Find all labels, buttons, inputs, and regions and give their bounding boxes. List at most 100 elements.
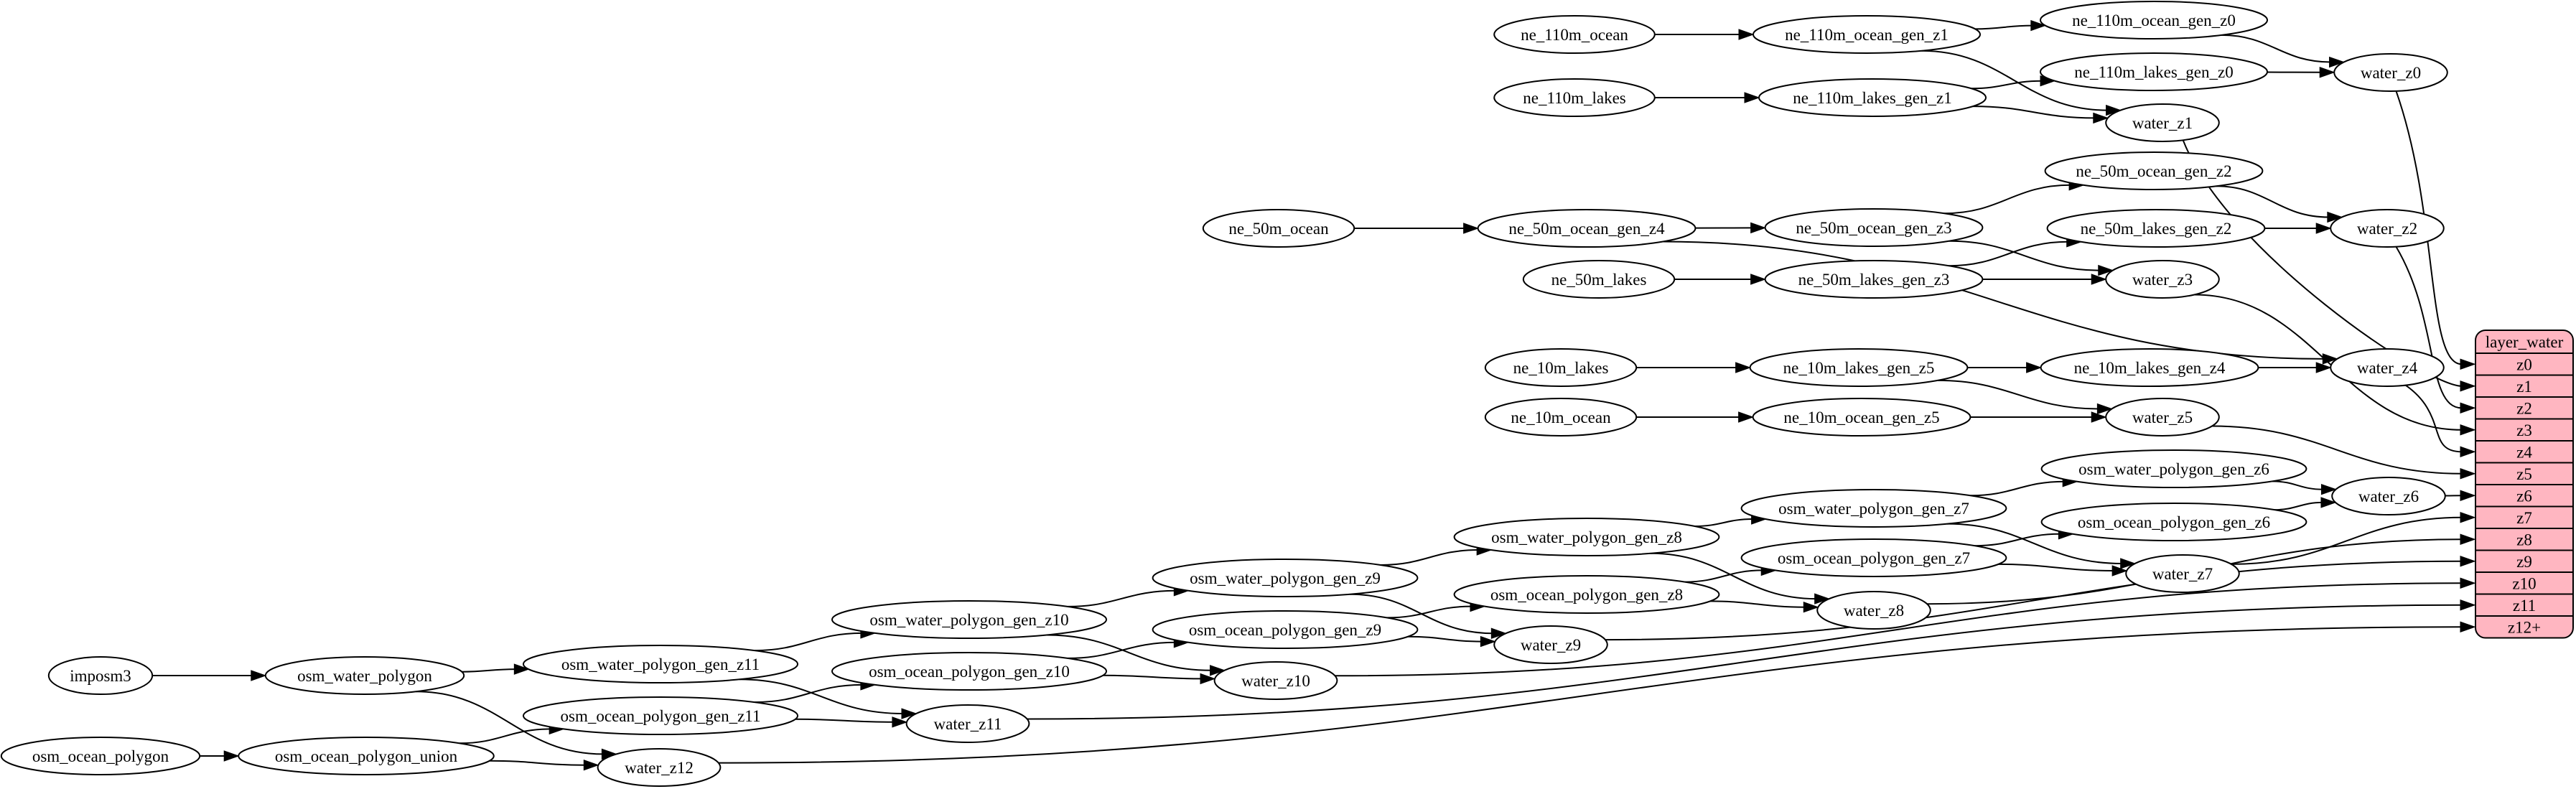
node-label-ne_50m_ocean_gen_z4: ne_50m_ocean_gen_z4	[1508, 220, 1665, 238]
node-ne_110m_ocean	[1493, 15, 1656, 54]
edge-ne_50m_ocean_gen_z3-to-ne_50m_ocean_gen_z2	[1943, 184, 2071, 215]
arrowhead-ne_10m_ocean-to-ne_10m_ocean_gen_z5	[1738, 411, 1755, 423]
table-row-z6: z6	[2516, 487, 2532, 505]
node-osm_ocean_polygon_gen_z9	[1152, 610, 1419, 649]
node-label-water_z2: water_z2	[2357, 220, 2417, 238]
node-label-ne_50m_ocean_gen_z3: ne_50m_ocean_gen_z3	[1796, 219, 1951, 237]
table-row-z0: z0	[2516, 355, 2532, 373]
edge-water_z12-to-layer_water:z12+	[718, 626, 2463, 764]
arrowhead-ne_50m_ocean_gen_z4-to-ne_50m_ocean_gen_z3	[1750, 222, 1767, 234]
node-label-osm_ocean_polygon: osm_ocean_polygon	[32, 747, 169, 765]
edge-water_z9-to-layer_water:z9	[1605, 560, 2463, 641]
edge-water_z0-to-layer_water:z0	[2395, 90, 2463, 365]
node-label-water_z1: water_z1	[2132, 114, 2193, 132]
edge-water_z4-to-layer_water:z4	[2405, 384, 2463, 453]
node-label-water_z10: water_z10	[1241, 672, 1310, 690]
node-label-osm_ocean_polygon_gen_z6: osm_ocean_polygon_gen_z6	[2078, 513, 2270, 531]
node-water_z7	[2125, 554, 2240, 593]
arrowhead-ne_50m_ocean-to-ne_50m_ocean_gen_z4	[1463, 223, 1480, 234]
table-row-z4: z4	[2516, 443, 2532, 461]
node-osm_water_polygon_gen_z11	[523, 645, 798, 683]
node-label-osm_water_polygon_gen_z8: osm_water_polygon_gen_z8	[1491, 528, 1682, 546]
arrowhead-osm_ocean_polygon_gen_z11-to-water_z11	[892, 716, 908, 728]
arrowhead-imposm3-to-osm_water_polygon	[251, 670, 267, 681]
table-row-z2: z2	[2516, 399, 2532, 417]
node-ne_10m_ocean	[1484, 398, 1638, 436]
node-ne_10m_lakes_gen_z4	[2040, 348, 2259, 387]
node-water_z4	[2330, 348, 2445, 387]
node-water_z2	[2330, 209, 2445, 248]
arrowhead-osm_ocean_polygon_gen_z7-to-water_z7	[2111, 565, 2128, 576]
table-row-z11: z11	[2513, 597, 2536, 615]
node-osm_ocean_polygon_gen_z10	[831, 652, 1107, 691]
arrowhead-ne_50m_ocean_gen_z2-to-water_z2	[2327, 211, 2343, 223]
edge-ne_50m_lakes_gen_z3-to-ne_50m_lakes_gen_z2	[1949, 241, 2068, 267]
node-osm_ocean_polygon_gen_z11	[523, 696, 798, 735]
edge-ne_50m_ocean_gen_z3-to-water_z3	[1949, 240, 2100, 271]
edge-osm_water_polygon_gen_z7-to-osm_water_polygon_gen_z6	[1970, 480, 2065, 497]
node-label-osm_ocean_polygon_gen_z7: osm_ocean_polygon_gen_z7	[1778, 549, 1970, 567]
edge-ne_50m_ocean_gen_z2-to-water_z2	[2216, 185, 2329, 218]
edge-water_z5-to-layer_water:z5	[2212, 425, 2463, 475]
table-row-z7: z7	[2516, 509, 2532, 527]
table-row-z3: z3	[2516, 421, 2532, 439]
edge-water_z3-to-layer_water:z3	[2194, 294, 2463, 431]
edge-osm_water_polygon_gen_z11-to-water_z11	[739, 678, 904, 714]
arrowhead-osm_water_polygon_gen_z8-to-water_z8	[1814, 593, 1831, 604]
arrowhead-ne_110m_ocean-to-ne_110m_ocean_gen_z1	[1738, 29, 1755, 40]
node-label-osm_ocean_polygon_union: osm_ocean_polygon_union	[275, 747, 458, 765]
arrowhead-osm_water_polygon_gen_z6-to-water_z6	[2320, 483, 2337, 495]
node-label-water_z5: water_z5	[2132, 408, 2193, 426]
node-water_z5	[2105, 398, 2220, 436]
arrowhead-osm_ocean_polygon_gen_z8-to-water_z8	[1803, 602, 1819, 613]
edge-osm_water_polygon_gen_z7-to-water_z7	[1947, 523, 2122, 564]
node-water_z9	[1493, 625, 1608, 664]
node-label-ne_110m_lakes: ne_110m_lakes	[1523, 89, 1626, 107]
arrowhead-osm_water_polygon_gen_z11-to-water_z11	[901, 708, 918, 719]
edge-osm_water_polygon_gen_z6-to-water_z6	[2272, 480, 2323, 490]
edge-osm_ocean_polygon_gen_z10-to-osm_ocean_polygon_gen_z9	[1068, 641, 1176, 659]
table-row-z10: z10	[2512, 574, 2536, 592]
arrowhead-water_z6-to-layer_water:z6	[2460, 490, 2476, 501]
arrowhead-ne_10m_lakes-to-ne_10m_lakes_gen_z5	[1735, 362, 1752, 373]
edge-ne_110m_ocean_gen_z1-to-water_z1	[1921, 50, 2108, 111]
node-ne_10m_ocean_gen_z5	[1752, 398, 1971, 436]
arrowhead-ne_50m_lakes-to-ne_50m_lakes_gen_z3	[1750, 274, 1767, 285]
arrowhead-ne_50m_lakes_gen_z3-to-water_z3	[2091, 274, 2107, 285]
node-label-water_z7: water_z7	[2152, 565, 2213, 583]
node-label-water_z3: water_z3	[2132, 271, 2193, 289]
node-label-water_z12: water_z12	[625, 759, 694, 777]
edge-ne_10m_lakes_gen_z5-to-water_z5	[1937, 379, 2099, 410]
arrowhead-osm_water_polygon-to-osm_water_polygon_gen_z11	[513, 663, 530, 675]
arrowhead-ne_10m_lakes_gen_z4-to-water_z4	[2315, 362, 2332, 373]
edge-osm_water_polygon_gen_z9-to-osm_water_polygon_gen_z8	[1380, 549, 1479, 566]
arrowhead-ne_110m_lakes_gen_z1-to-water_z1	[2093, 112, 2109, 124]
arrowhead-ne_110m_lakes_gen_z0-to-water_z0	[2319, 67, 2335, 78]
node-ne_110m_lakes_gen_z0	[2040, 52, 2268, 91]
node-ne_110m_ocean_gen_z0	[2040, 1, 2268, 39]
arrowhead-osm_ocean_polygon_union-to-water_z12	[583, 759, 599, 771]
edge-osm_water_polygon_gen_z10-to-osm_water_polygon_gen_z9	[1068, 589, 1176, 607]
node-label-osm_water_polygon_gen_z9: osm_water_polygon_gen_z9	[1190, 569, 1381, 587]
node-ne_10m_lakes_gen_z5	[1749, 348, 1969, 387]
node-water_z8	[1816, 591, 1931, 630]
node-osm_ocean_polygon	[0, 737, 201, 775]
node-label-osm_water_polygon_gen_z10: osm_water_polygon_gen_z10	[869, 611, 1068, 629]
edge-ne_110m_lakes_gen_z1-to-ne_110m_lakes_gen_z0	[1971, 80, 2043, 90]
node-ne_50m_ocean_gen_z4	[1477, 209, 1697, 248]
arrowhead-water_z0-to-layer_water:z0	[2460, 358, 2476, 370]
node-ne_50m_ocean_gen_z3	[1764, 208, 1984, 247]
arrowhead-ne_110m_lakes-to-ne_110m_lakes_gen_z1	[1744, 92, 1760, 103]
edge-ne_110m_ocean_gen_z0-to-water_z0	[2221, 34, 2331, 63]
arrowhead-water_z1-to-layer_water:z1	[2460, 381, 2476, 392]
edge-water_z2-to-layer_water:z2	[2395, 246, 2463, 409]
edge-osm_ocean_polygon_gen_z10-to-water_z10	[1103, 674, 1203, 680]
edge-osm_ocean_polygon_gen_z9-to-osm_ocean_polygon_gen_z8	[1387, 605, 1472, 619]
node-label-water_z6: water_z6	[2358, 487, 2419, 505]
arrowhead-water_z7-to-layer_water:z7	[2460, 512, 2476, 523]
node-label-imposm3: imposm3	[70, 667, 131, 685]
node-label-ne_10m_lakes: ne_10m_lakes	[1513, 359, 1609, 377]
arrowhead-osm_water_polygon_gen_z9-to-water_z9	[1490, 627, 1507, 639]
